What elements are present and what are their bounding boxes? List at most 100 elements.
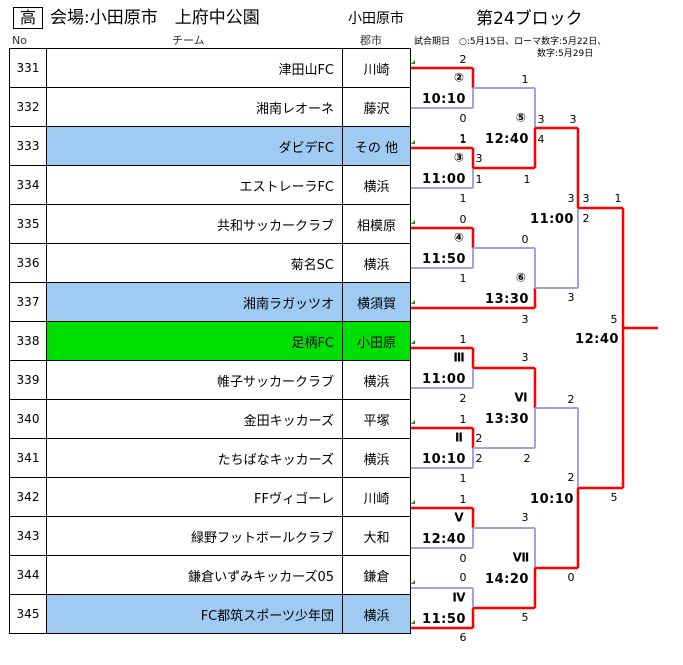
team-number: 343 (9, 516, 47, 556)
result-tick (411, 420, 415, 424)
match-score: 0 (459, 552, 467, 565)
match-score: 3 (567, 291, 575, 304)
match-score: 1 (523, 173, 531, 186)
match-score: 1 (459, 133, 467, 146)
team-number: 332 (9, 87, 47, 127)
venue-city: 小田原市 (348, 11, 404, 27)
match-score: 4 (537, 133, 545, 146)
match-score: 6 (459, 631, 467, 644)
match-score: 5 (521, 611, 529, 624)
team-number: 344 (9, 555, 47, 595)
result-tick (411, 620, 415, 624)
match-score: 3 (521, 351, 529, 364)
team-city: 大和 (342, 516, 411, 556)
match-number: ⑥ (515, 270, 527, 285)
match-score: 1 (459, 192, 467, 205)
team-city: 平塚 (342, 399, 411, 439)
team-name: たちばなキッカーズ (46, 438, 343, 478)
col-header-no: No (12, 34, 27, 47)
team-number: 334 (9, 165, 47, 205)
match-time: 11:50 (422, 252, 466, 267)
result-tick (411, 60, 415, 64)
team-name: 足柄FC (46, 321, 343, 361)
match-number: ④ (453, 230, 465, 245)
team-name: FFヴィゴーレ (46, 477, 343, 517)
match-number: ③ (453, 150, 465, 165)
team-name: 緑野フットボールクラブ (46, 516, 343, 556)
col-header-city: 郡市 (360, 34, 382, 47)
match-time: 12:40 (485, 132, 529, 147)
team-name: 湘南ラガッツオ (46, 282, 343, 322)
team-name: 帷子サッカークラブ (46, 360, 343, 400)
match-score: 3 (569, 113, 577, 126)
result-tick (411, 580, 415, 584)
match-time: 13:30 (485, 412, 529, 427)
match-score: 1 (459, 333, 467, 346)
match-score: 3 (521, 511, 529, 524)
team-city: 鎌倉 (342, 555, 411, 595)
schedule-note-1: 試合期日 ○:5月15日、ローマ数字:5月22日、 (414, 37, 607, 47)
team-city: 横浜 (342, 243, 411, 283)
team-city: 横浜 (342, 438, 411, 478)
match-number: Ⅲ (453, 350, 465, 365)
match-score: 1 (459, 132, 467, 145)
match-score: 2 (523, 452, 531, 465)
match-time: 10:10 (530, 492, 574, 507)
match-score: 0 (459, 112, 467, 125)
result-tick (411, 140, 415, 144)
match-number: ⑤ (515, 110, 527, 125)
match-number: Ⅴ (454, 510, 464, 525)
team-number: 337 (9, 282, 47, 322)
match-score: 2 (475, 452, 483, 465)
match-score: 5 (610, 491, 618, 504)
team-city: 横浜 (342, 594, 411, 634)
match-score: 1 (521, 73, 529, 86)
team-city: 川崎 (342, 48, 411, 88)
match-score: 1 (459, 493, 467, 506)
result-tick (411, 220, 415, 224)
category-badge: 高 (13, 7, 43, 29)
block-title: 第24ブロック (476, 9, 583, 29)
team-city: その 他 (342, 126, 411, 166)
team-name: 鎌倉いずみキッカーズ05 (46, 555, 343, 595)
result-tick (411, 300, 415, 304)
match-time: 14:20 (485, 572, 529, 587)
match-score: 0 (459, 213, 467, 226)
match-score: 0 (521, 233, 529, 246)
match-score: 2 (459, 392, 467, 405)
match-score: 2 (459, 53, 467, 66)
match-score: 0 (567, 571, 575, 584)
team-number: 342 (9, 477, 47, 517)
result-tick (411, 340, 415, 344)
match-score: 1 (459, 472, 467, 485)
team-name: 津田山FC (46, 48, 343, 88)
match-score: 3 (475, 152, 483, 165)
team-number: 333 (9, 126, 47, 166)
match-time: 11:50 (422, 612, 466, 627)
match-number: Ⅶ (512, 550, 530, 565)
team-city: 藤沢 (342, 87, 411, 127)
match-score: 3 (567, 192, 575, 205)
team-number: 338 (9, 321, 47, 361)
match-score: 1 (459, 413, 467, 426)
match-score: 2 (475, 432, 483, 445)
team-name: 湘南レオーネ (46, 87, 343, 127)
match-number: Ⅵ (514, 390, 528, 405)
schedule-note-2: 数字:5月29日 (537, 49, 594, 59)
match-score: 1 (475, 173, 483, 186)
match-time: 13:30 (485, 292, 529, 307)
match-time: 11:00 (422, 172, 466, 187)
match-number: Ⅳ (452, 590, 466, 605)
match-number: ② (453, 70, 465, 85)
team-number: 340 (9, 399, 47, 439)
team-number: 339 (9, 360, 47, 400)
